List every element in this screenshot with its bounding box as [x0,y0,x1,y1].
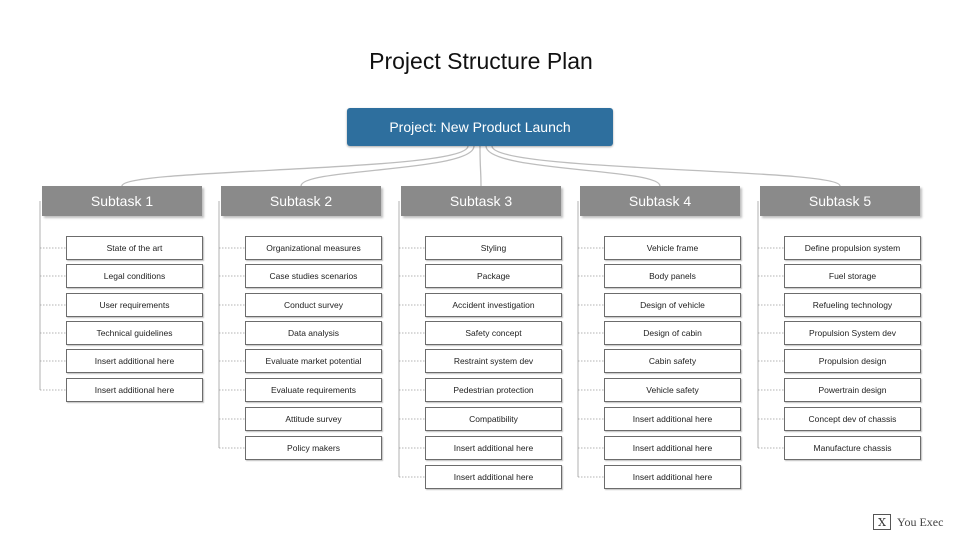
task-item: Safety concept [425,321,562,345]
task-item: Concept dev of chassis [784,407,921,431]
subtask-1: Subtask 1 [42,186,202,216]
task-item: Powertrain design [784,378,921,402]
task-item: Manufacture chassis [784,436,921,460]
task-item: Compatibility [425,407,562,431]
task-item: Policy makers [245,436,382,460]
task-item: Restraint system dev [425,349,562,373]
task-item: Fuel storage [784,264,921,288]
logo: X You Exec [873,514,943,530]
task-item: Insert additional here [604,465,741,489]
root-node: Project: New Product Launch [347,108,613,146]
task-item: Propulsion System dev [784,321,921,345]
task-item: Technical guidelines [66,321,203,345]
task-item: Case studies scenarios [245,264,382,288]
task-item: Package [425,264,562,288]
task-item: Legal conditions [66,264,203,288]
task-item: Vehicle safety [604,378,741,402]
task-item: Styling [425,236,562,260]
task-item: Design of vehicle [604,293,741,317]
subtask-2: Subtask 2 [221,186,381,216]
task-item: Insert additional here [425,436,562,460]
task-item: Evaluate requirements [245,378,382,402]
task-item: Vehicle frame [604,236,741,260]
task-item: State of the art [66,236,203,260]
task-item: Organizational measures [245,236,382,260]
task-item: Insert additional here [66,349,203,373]
page-title: Project Structure Plan [369,48,593,74]
task-item: Insert additional here [66,378,203,402]
logo-text: You Exec [897,514,944,529]
task-item: Evaluate market potential [245,349,382,373]
task-item: Insert additional here [604,436,741,460]
task-item: Body panels [604,264,741,288]
task-item: Pedestrian protection [425,378,562,402]
subtask-3: Subtask 3 [401,186,561,216]
logo-mark: X [873,514,891,530]
subtask-5: Subtask 5 [760,186,920,216]
task-item: Data analysis [245,321,382,345]
task-item: Conduct survey [245,293,382,317]
subtask-4: Subtask 4 [580,186,740,216]
task-item: Insert additional here [604,407,741,431]
task-item: Refueling technology [784,293,921,317]
task-item: Design of cabin [604,321,741,345]
task-item: Accident investigation [425,293,562,317]
task-item: Cabin safety [604,349,741,373]
task-item: Propulsion design [784,349,921,373]
task-item: Attitude survey [245,407,382,431]
task-item: Insert additional here [425,465,562,489]
task-item: User requirements [66,293,203,317]
task-item: Define propulsion system [784,236,921,260]
